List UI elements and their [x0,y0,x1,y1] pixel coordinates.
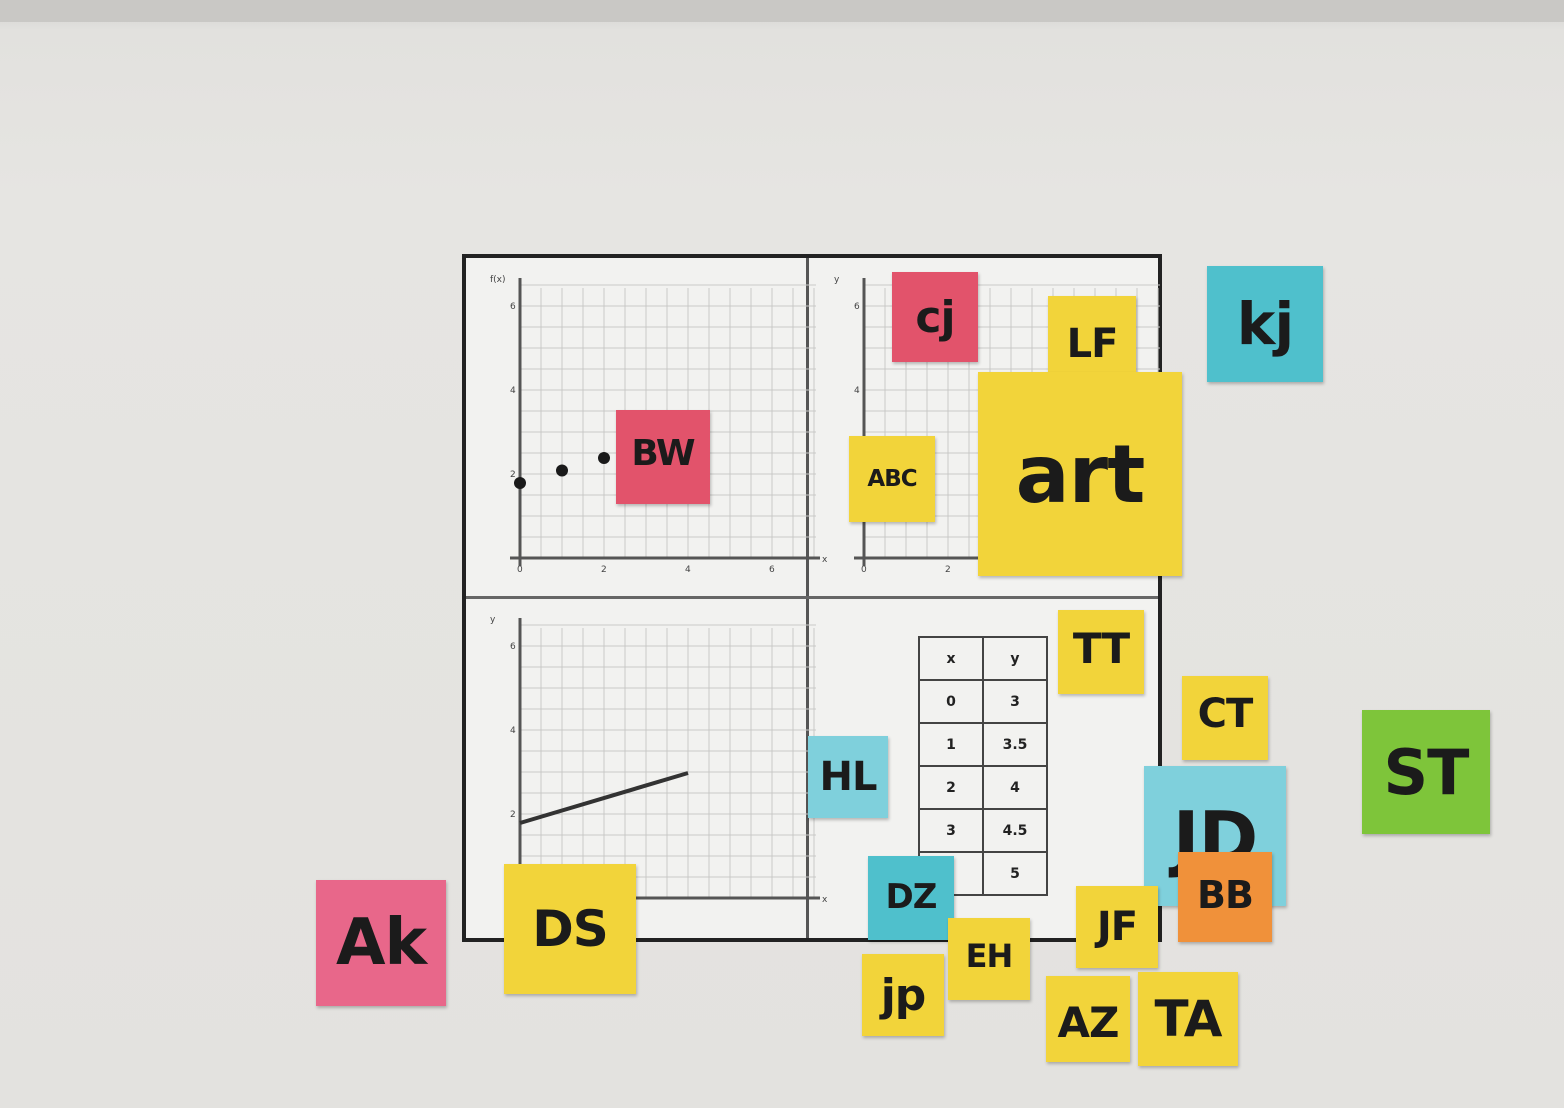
sticky-note-st[interactable]: ST [1362,710,1490,834]
x-tick-label: 6 [769,565,775,575]
sticky-note-label: cj [915,291,955,343]
sticky-note-bb[interactable]: BB [1178,852,1272,942]
sticky-note-art[interactable]: art [978,372,1182,576]
y-axis-label: y [490,615,496,625]
sticky-note-cj[interactable]: cj [892,272,978,362]
x-tick-label: 2 [601,565,607,575]
sticky-note-label: Ak [335,906,427,980]
table-cell: 5 [982,851,1048,896]
y-tick-label: 4 [510,386,516,396]
sticky-note-jp[interactable]: jp [862,954,944,1036]
table-row: 1 3.5 [918,722,1048,767]
y-tick-label: 6 [854,302,860,312]
table-header-row: x y [918,636,1048,681]
x-tick-label: 0 [517,565,523,575]
table-cell: 0 [918,679,984,724]
sticky-note-ct[interactable]: CT [1182,676,1268,760]
sticky-note-kj[interactable]: kj [1207,266,1323,382]
function-line [519,771,689,825]
table-cell: 2 [918,765,984,810]
x-axis-label: x [822,555,828,565]
y-tick-label: 4 [854,386,860,396]
sticky-note-label: DZ [885,877,938,917]
sticky-note-ds[interactable]: DS [504,864,636,994]
y-axis-label: f(x) [490,275,506,285]
sticky-note-dz[interactable]: DZ [868,856,954,940]
table-cell: 3.5 [982,722,1048,767]
sticky-note-label: ABC [867,466,917,492]
table-header-y: y [982,636,1048,681]
sticky-note-tt[interactable]: TT [1058,610,1144,694]
scatter-point [598,452,610,464]
y-tick-label: 6 [510,302,516,312]
top-bar [0,0,1564,22]
table-cell: 1 [918,722,984,767]
table-cell: 4.5 [982,808,1048,853]
scatter-point [514,477,526,489]
board-divider-horizontal [466,596,1158,599]
y-axis-label: y [834,275,840,285]
y-tick-label: 2 [510,810,516,820]
sticky-note-label: jp [880,969,927,1021]
sticky-note-label: CT [1197,691,1254,737]
sticky-note-label: JF [1096,904,1138,950]
sticky-note-label: art [1015,427,1146,521]
sticky-note-label: LF [1066,321,1119,367]
y-tick-label: 4 [510,726,516,736]
table-header-x: x [918,636,984,681]
table-row: 0 3 [918,679,1048,724]
sticky-note-label: BW [631,432,695,474]
sticky-note-hl[interactable]: HL [808,736,888,818]
sticky-note-label: EH [965,937,1014,975]
sticky-note-lf[interactable]: LF [1048,296,1136,384]
xy-table: x y 0 3 1 3.5 2 4 3 4.5 5 [918,636,1048,896]
sticky-note-ta[interactable]: TA [1138,972,1238,1066]
y-tick-label: 2 [510,470,516,480]
table-row: 3 4.5 [918,808,1048,853]
table-row: 2 4 [918,765,1048,810]
sticky-note-label: kj [1236,290,1294,358]
sticky-note-abc[interactable]: ABC [849,436,935,522]
table-cell: 4 [982,765,1048,810]
sticky-note-label: ST [1383,735,1470,809]
x-tick-label: 4 [685,565,691,575]
table-cell: 3 [918,808,984,853]
sticky-note-label: DS [532,900,609,958]
x-axis-label: x [822,895,828,905]
sticky-note-ak[interactable]: Ak [316,880,446,1006]
scatter-point [556,464,568,477]
sticky-note-label: BB [1197,873,1254,917]
x-tick-label: 2 [945,565,951,575]
sticky-note-jf[interactable]: JF [1076,886,1158,968]
sticky-note-label: AZ [1057,997,1120,1047]
sticky-note-eh[interactable]: EH [948,918,1030,1000]
y-tick-label: 6 [510,642,516,652]
sticky-note-label: TT [1072,623,1130,673]
sticky-note-label: TA [1154,990,1223,1048]
x-tick-label: 0 [861,565,867,575]
table-cell: 3 [982,679,1048,724]
sticky-note-bw[interactable]: BW [616,410,710,504]
sticky-note-label: HL [819,754,878,800]
sticky-note-az[interactable]: AZ [1046,976,1130,1062]
